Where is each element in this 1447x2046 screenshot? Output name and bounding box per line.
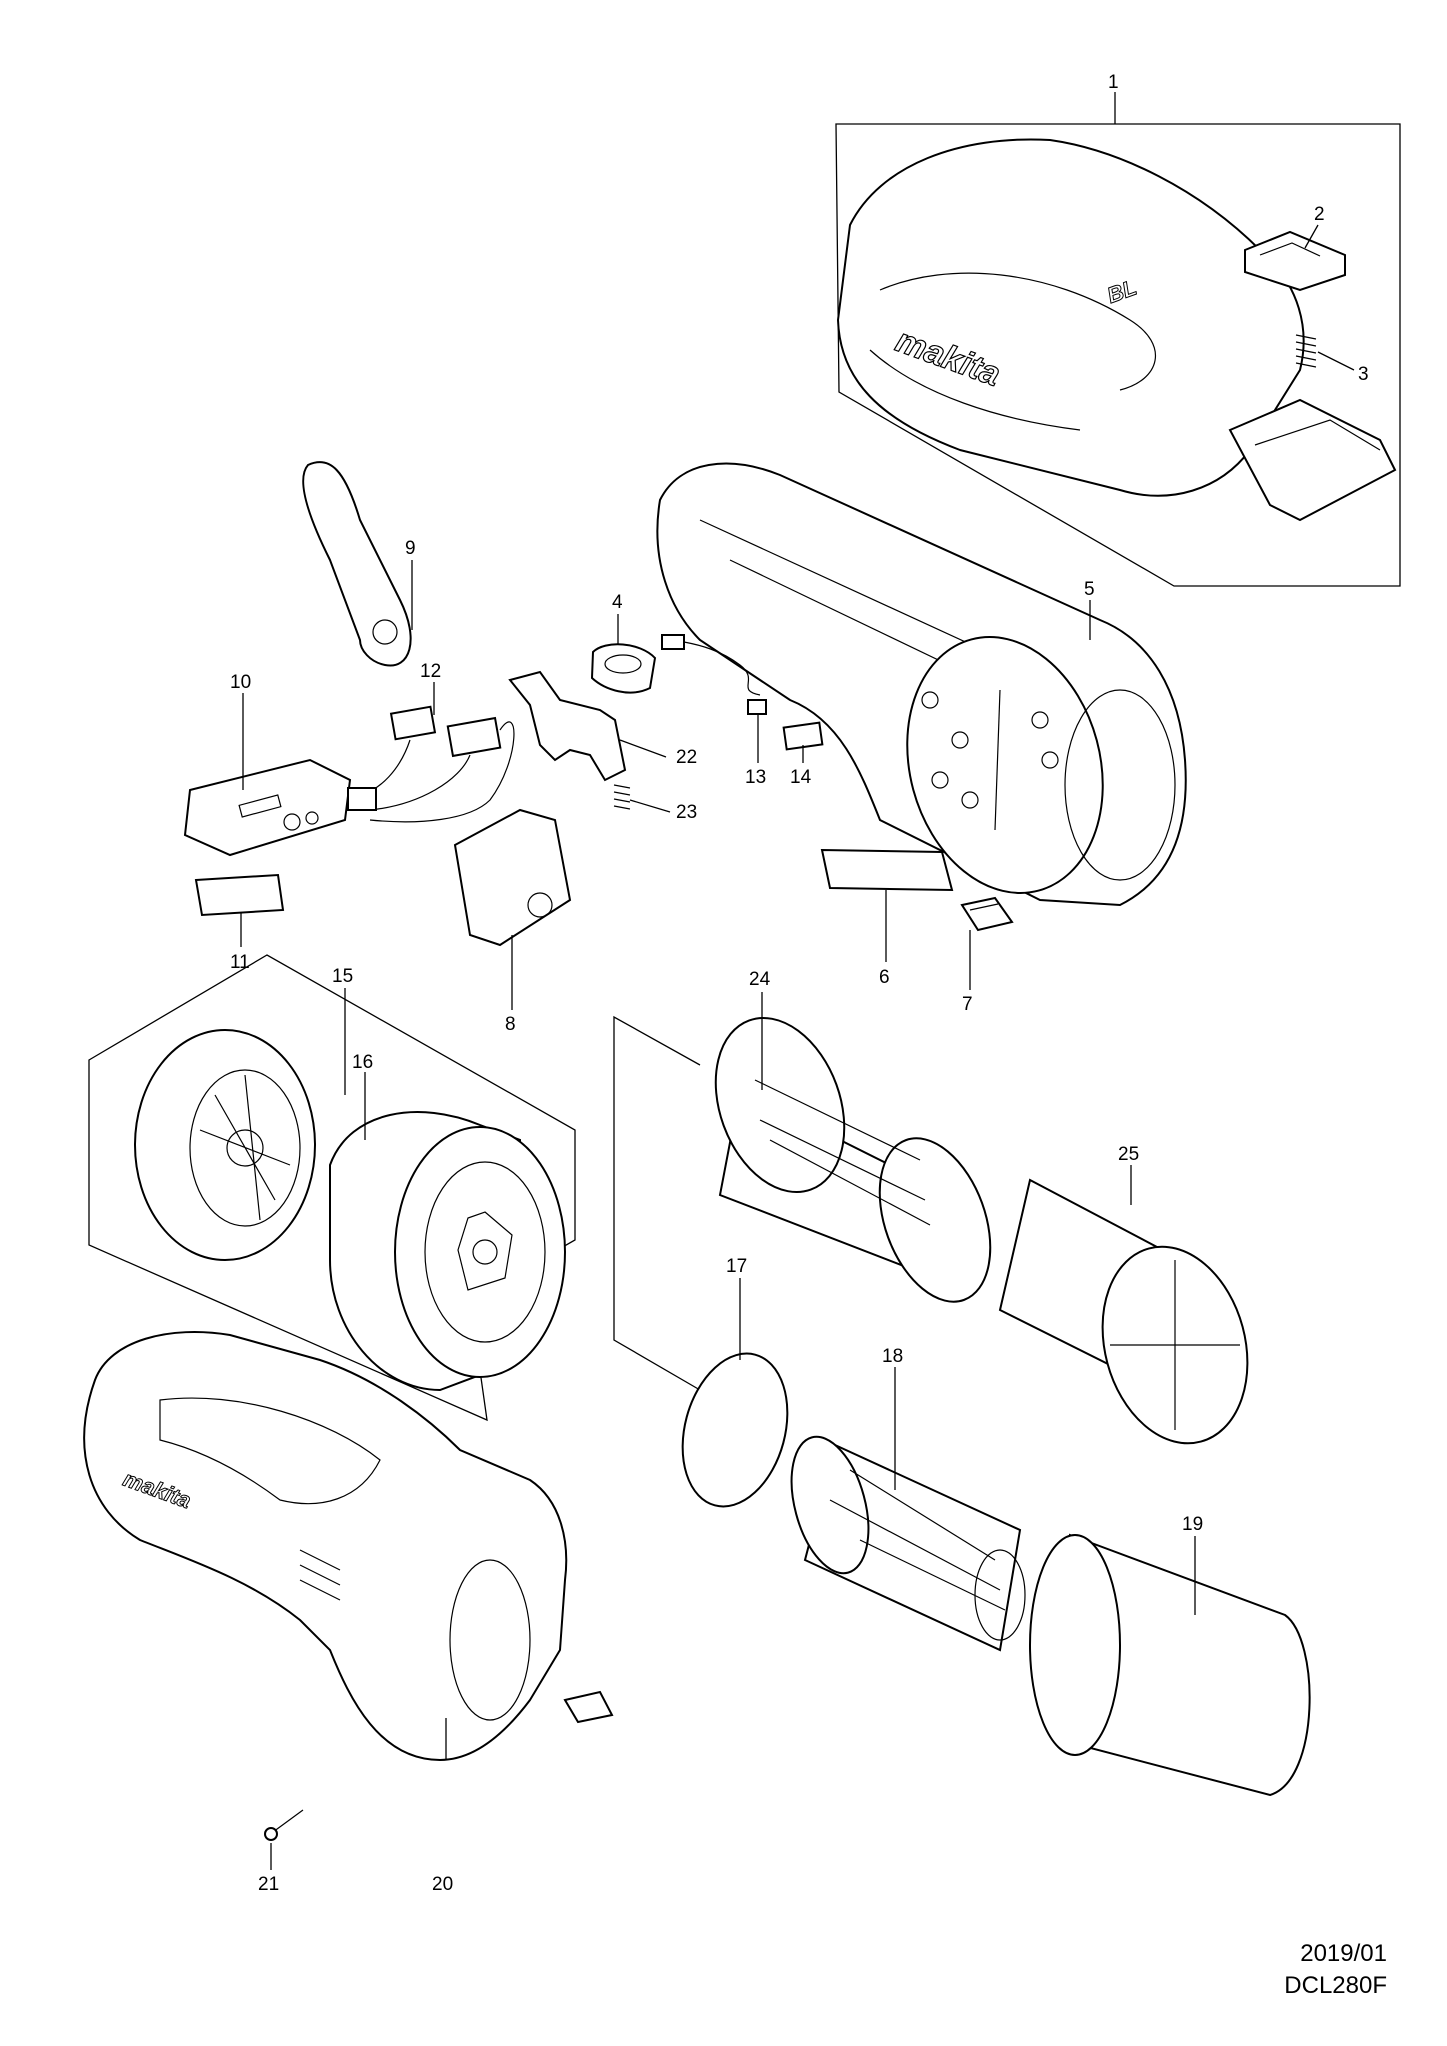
part-number-13: 13	[745, 767, 766, 788]
part-2-button	[1244, 230, 1346, 292]
part-number-18: 18	[882, 1346, 903, 1367]
part-24-filter	[714, 1016, 992, 1303]
part-16-motor	[329, 1111, 566, 1392]
part-number-10: 10	[230, 672, 251, 693]
part-7-cushion	[960, 896, 1014, 932]
part-number-25: 25	[1118, 1144, 1139, 1165]
part-23-spring	[613, 784, 631, 810]
part-4-latch	[590, 643, 657, 694]
part-8-controller	[453, 808, 572, 947]
part-20-latch-cushion	[563, 1690, 614, 1724]
part-number-17: 17	[726, 1256, 747, 1277]
part-15-fan-housing	[134, 1029, 316, 1261]
part-number-22: 22	[676, 747, 697, 768]
part-numbers: 1 2 3 4 5 6 7 8 9 10 11 12 13 14 15 16 1…	[230, 72, 1369, 1895]
part-number-7: 7	[962, 994, 973, 1015]
part-14-connector	[782, 721, 824, 751]
part-10-switch-plate	[183, 758, 352, 857]
part-number-16: 16	[352, 1052, 373, 1073]
part-number-2: 2	[1314, 204, 1325, 225]
part-25-filter-frame	[998, 1178, 1249, 1445]
part-22-bracket	[508, 670, 627, 782]
part-number-9: 9	[405, 538, 416, 559]
leader-lines	[240, 92, 1355, 1870]
footer-model: DCL280F	[1284, 1972, 1387, 1999]
part-number-20: 20	[432, 1874, 453, 1895]
assembly-line-24	[613, 1015, 701, 1391]
assembly-box-1	[835, 123, 1401, 587]
part-number-3: 3	[1358, 364, 1369, 385]
part-number-5: 5	[1084, 579, 1095, 600]
part-number-6: 6	[879, 967, 890, 988]
part-3-spring	[1295, 334, 1317, 368]
part-9-strap	[302, 461, 412, 667]
part-11-label	[194, 873, 285, 917]
part-17-disc	[681, 1352, 789, 1508]
part-13-wire-harness	[661, 634, 767, 715]
part-number-14: 14	[790, 767, 812, 788]
part-number-21: 21	[258, 1874, 279, 1895]
part-number-15: 15	[332, 966, 353, 987]
part-number-23: 23	[676, 802, 697, 823]
part-18-cage	[790, 1435, 1026, 1652]
part-20-lower-housing: makita	[83, 1331, 568, 1762]
part-19-filter-cup	[1029, 1533, 1311, 1797]
part-number-24: 24	[749, 969, 771, 990]
part-6-label	[820, 848, 954, 892]
part-number-11: 11	[230, 952, 250, 973]
part-number-1: 1	[1108, 72, 1119, 93]
part-number-12: 12	[420, 661, 441, 682]
footer-date: 2019/01	[1300, 1940, 1387, 1967]
part-12-switch-wiring	[347, 705, 515, 823]
part-5-housing	[656, 462, 1187, 907]
part-number-8: 8	[505, 1014, 516, 1035]
part-number-19: 19	[1182, 1514, 1203, 1535]
part-1-nozzle: makita BL	[836, 138, 1397, 522]
part-21-screw	[264, 1809, 304, 1841]
part-number-4: 4	[612, 592, 623, 613]
